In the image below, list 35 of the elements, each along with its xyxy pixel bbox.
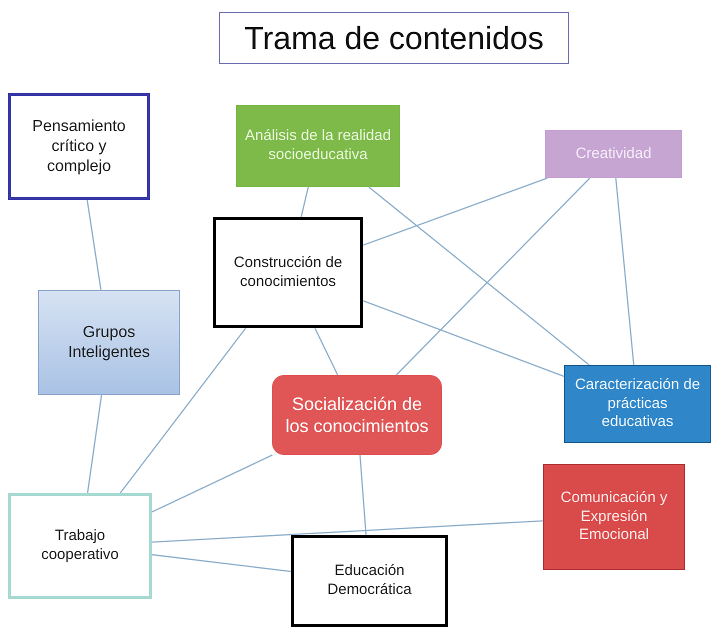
topic-box (564, 365, 711, 443)
topic-text: Análisis de la realidad socioeducativa (244, 127, 392, 165)
topic-box (291, 535, 448, 627)
connector-line (120, 328, 246, 494)
topic-text: Trabajo cooperativo (40, 527, 120, 565)
connector-line (86, 394, 102, 494)
connector-line (152, 520, 544, 543)
connector-line (359, 454, 367, 536)
connector-line (396, 178, 590, 376)
topic-box (272, 375, 442, 455)
connector-line (152, 554, 292, 572)
topic-box (8, 493, 152, 599)
topic-text: Caracterización de prácticas educativas (574, 376, 702, 432)
topic-text: Socialización de los conocimientos (284, 392, 430, 438)
topic-box (8, 93, 150, 200)
connector-line (362, 300, 564, 377)
topic-box (545, 130, 682, 178)
connector-line (86, 200, 102, 290)
connector-line (615, 178, 634, 366)
topic-text: Grupos Inteligentes (67, 322, 151, 362)
topic-text: Creatividad (576, 144, 652, 164)
topic-text: Pensamiento crítico y complejo (31, 116, 127, 176)
topic-text: Educación Democrática (326, 562, 413, 600)
connector-line (314, 328, 338, 376)
connector-line (300, 186, 309, 218)
topic-text: Construcción de conocimientos (232, 254, 344, 292)
connector-line (368, 186, 590, 366)
topic-box (213, 217, 363, 328)
title-box: Trama de contenidos (219, 12, 569, 64)
connector-line (152, 454, 273, 513)
connector-line (362, 177, 548, 246)
topic-box (236, 105, 400, 187)
topic-text: Comunicación y Expresión Emocional (560, 488, 668, 546)
topic-box (38, 290, 180, 395)
topic-box (543, 464, 685, 570)
